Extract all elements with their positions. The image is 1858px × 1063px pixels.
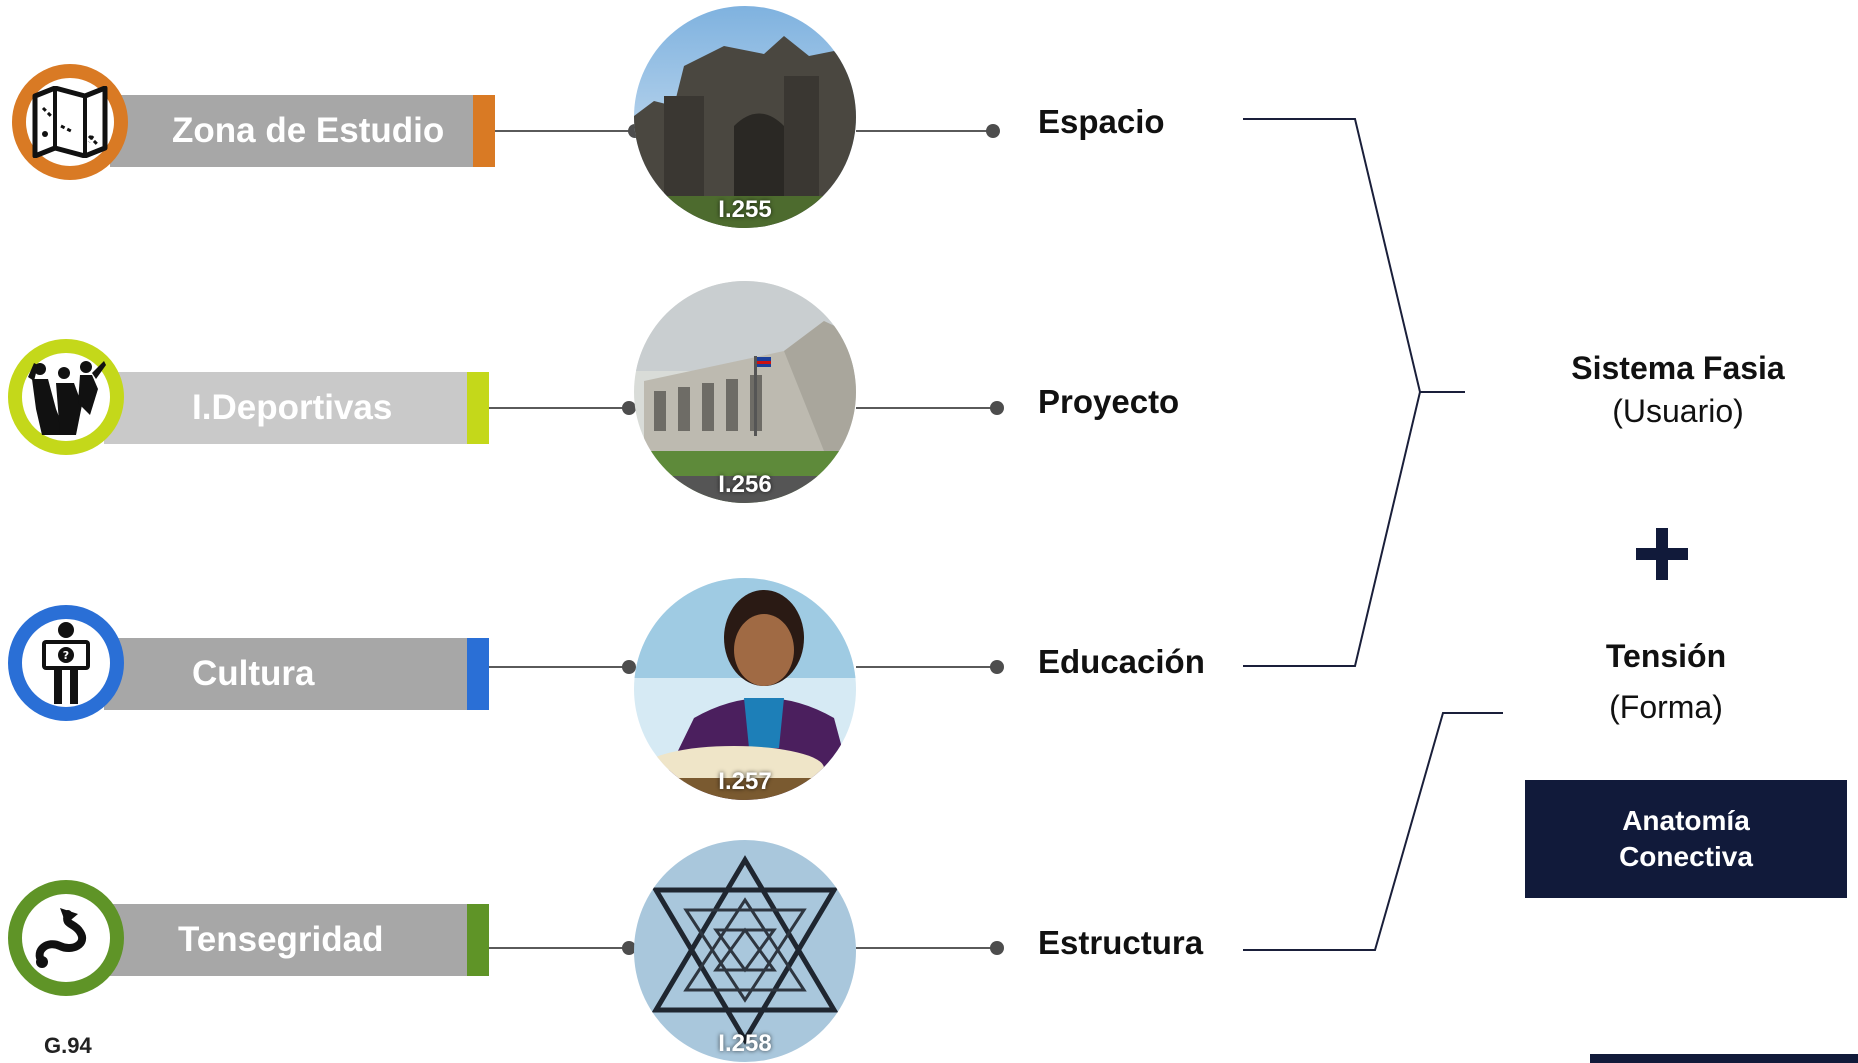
label-bar-tensegridad: Tensegridad	[104, 904, 489, 976]
label-bar-zona-de-estudio: Zona de Estudio	[110, 95, 495, 167]
anatomia-conectiva-box: Anatomía Conectiva	[1525, 780, 1847, 898]
concept-label: Educación	[1038, 643, 1205, 680]
figure-label: G.94	[44, 1033, 92, 1058]
label-bar-deportivas: I.Deportivas	[104, 372, 489, 444]
accent-strip	[467, 904, 489, 976]
connector-dot	[990, 941, 1004, 955]
connector-line	[489, 666, 629, 668]
tension-title: Tensión	[1605, 638, 1727, 674]
sistema-fasia-subtitle: (Usuario)	[1612, 393, 1744, 429]
photo-child-studying: I.257	[634, 578, 856, 800]
photo-id: I.256	[718, 471, 772, 498]
culture-icon-ring: ?	[8, 605, 124, 721]
connector-dot	[622, 401, 636, 415]
photo-id: I.257	[718, 768, 772, 795]
row-label: I.Deportivas	[192, 388, 393, 427]
connector-line	[856, 130, 996, 132]
tension-block: Tensión (Forma)	[1526, 638, 1806, 726]
person-sign-icon: ?	[42, 622, 90, 704]
bottom-navy-strip	[1590, 1054, 1858, 1063]
photo-building: I.256	[634, 281, 856, 503]
connector-line	[489, 947, 629, 949]
label-bar-cultura: Cultura	[104, 638, 489, 710]
connector-dot	[990, 660, 1004, 674]
connector-line	[856, 666, 996, 668]
box-line-2: Conectiva	[1619, 841, 1753, 872]
connector-dot	[622, 660, 636, 674]
photo-tensegrity-tower: I.258	[634, 840, 856, 1062]
concept-label: Espacio	[1038, 103, 1165, 140]
sports-icon-ring	[8, 339, 124, 455]
sistema-fasia-block: Sistema Fasia (Usuario)	[1538, 350, 1818, 430]
accent-strip	[467, 638, 489, 710]
row-label: Cultura	[192, 654, 315, 693]
connector-line	[495, 130, 635, 132]
accent-strip	[473, 95, 495, 167]
tension-subtitle: (Forma)	[1609, 689, 1723, 725]
row-label: Zona de Estudio	[172, 111, 445, 150]
connector-dot	[622, 941, 636, 955]
photo-id: I.258	[718, 1030, 772, 1057]
connector-line	[489, 407, 629, 409]
connector-dot	[986, 124, 1000, 138]
map-icon	[32, 86, 108, 158]
box-line-1: Anatomía	[1622, 805, 1750, 836]
connector-dot	[990, 401, 1004, 415]
bracket-educacion-line	[1243, 391, 1421, 667]
row-label: Tensegridad	[178, 920, 384, 959]
photo-ruins: I.255	[634, 6, 856, 228]
connector-line	[856, 947, 996, 949]
accent-strip	[467, 372, 489, 444]
concept-label: Estructura	[1038, 924, 1204, 961]
plus-sign	[1636, 528, 1688, 580]
sports-people-icon	[28, 361, 106, 435]
concept-label: Proyecto	[1038, 383, 1180, 420]
map-icon-ring	[12, 64, 128, 180]
connector-line	[856, 407, 996, 409]
svg-text:?: ?	[63, 649, 69, 662]
bracket-espacio-line	[1243, 118, 1465, 393]
photo-id: I.255	[718, 196, 772, 223]
tensegrity-curve-icon	[35, 908, 86, 968]
sistema-fasia-title: Sistema Fasia	[1571, 350, 1785, 386]
bracket-estructura-line	[1243, 712, 1503, 951]
tensegrity-icon-ring	[8, 880, 124, 996]
